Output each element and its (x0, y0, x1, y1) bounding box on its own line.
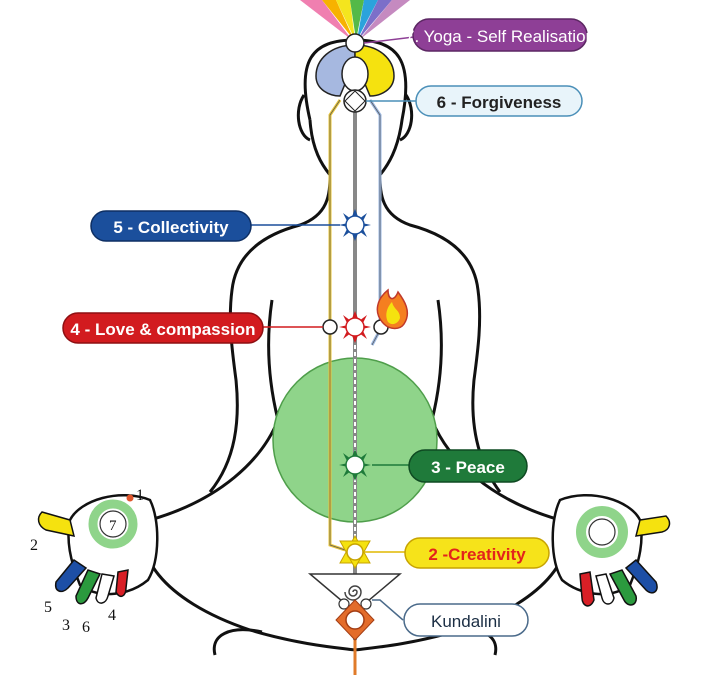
swadishthan-chakra (339, 534, 371, 570)
left-hand (37, 493, 159, 605)
anahat-chakra (322, 311, 389, 343)
finger-number: 5 (44, 599, 52, 616)
label-creativity: 2 -Creativity (404, 537, 550, 569)
finger-number: 4 (108, 607, 116, 624)
hand-circle-number: 7 (109, 518, 117, 534)
right-hand (551, 493, 671, 607)
finger-number: 1 (136, 487, 144, 504)
label-forgiveness: 6 - Forgiveness (415, 85, 583, 117)
finger-number: 2 (30, 537, 38, 554)
nabhi-chakra (339, 449, 371, 481)
agnya-chakra (343, 89, 367, 113)
body-outline (142, 38, 568, 656)
finger-number: 6 (82, 619, 90, 636)
vishuddhi-chakra (339, 209, 371, 241)
label-peace: 3 - Peace (408, 449, 528, 483)
label-love-text: 4 - Love & compassion (70, 320, 255, 339)
label-collectivity: 5 - Collectivity (90, 210, 252, 242)
label-collectivity-text: 5 - Collectivity (113, 218, 229, 237)
finger-numbers: 7 1 2 5 3 6 4 (30, 487, 144, 636)
label-love: 4 - Love & compassion (62, 312, 264, 344)
sahasrara-chakra (315, 33, 395, 97)
label-yoga-text: 7. Yoga - Self Realisation (405, 27, 595, 46)
label-yoga: 7. Yoga - Self Realisation (405, 18, 595, 52)
label-peace-text: 3 - Peace (431, 458, 505, 477)
flame-icon (376, 288, 409, 330)
label-forgiveness-text: 6 - Forgiveness (437, 93, 562, 112)
label-kundalini: Kundalini (403, 603, 529, 637)
label-kundalini-text: Kundalini (431, 612, 501, 631)
rainbow-rays (300, 0, 410, 40)
label-connectors (250, 36, 416, 621)
mooladhara-chakra (335, 599, 375, 641)
label-creativity-text: 2 -Creativity (428, 545, 526, 564)
kundalini-triangle (307, 573, 403, 613)
finger-number: 3 (62, 617, 70, 634)
